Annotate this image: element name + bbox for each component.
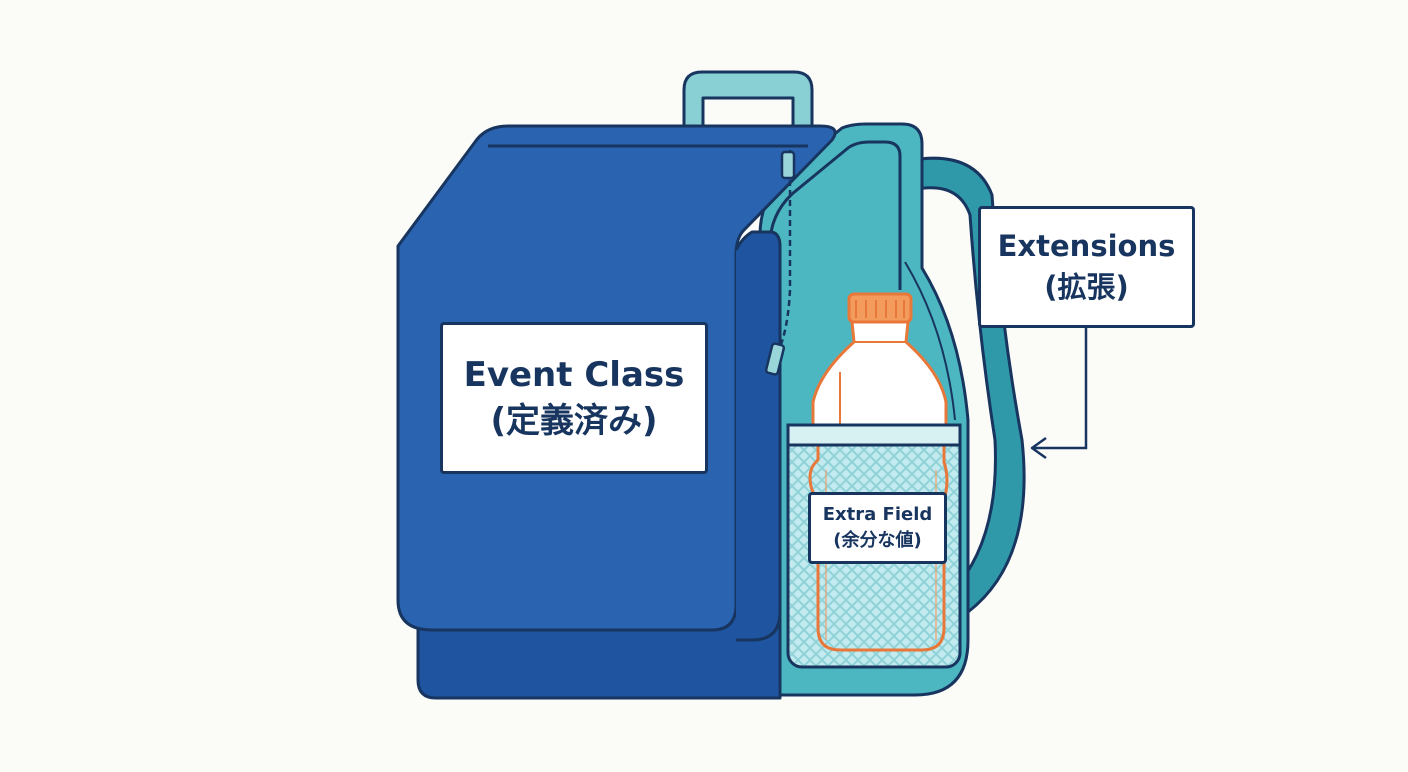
water-bottle-icon [811,292,948,432]
event-class-title: Event Class [463,355,685,395]
extra-field-title: Extra Field [822,504,933,525]
event-class-label: Event Class (定義済み) [440,322,708,474]
arrow-icon [1030,328,1088,460]
event-class-subtitle: (定義済み) [490,401,658,441]
extra-field-subtitle: (余分な値) [833,530,922,551]
zipper-pull-icon [764,150,796,376]
extensions-label: Extensions (拡張) [978,206,1195,328]
extensions-title: Extensions [997,229,1176,263]
extensions-subtitle: (拡張) [1044,270,1129,304]
extra-field-label: Extra Field (余分な値) [808,492,947,564]
carry-handle-icon [682,70,814,134]
